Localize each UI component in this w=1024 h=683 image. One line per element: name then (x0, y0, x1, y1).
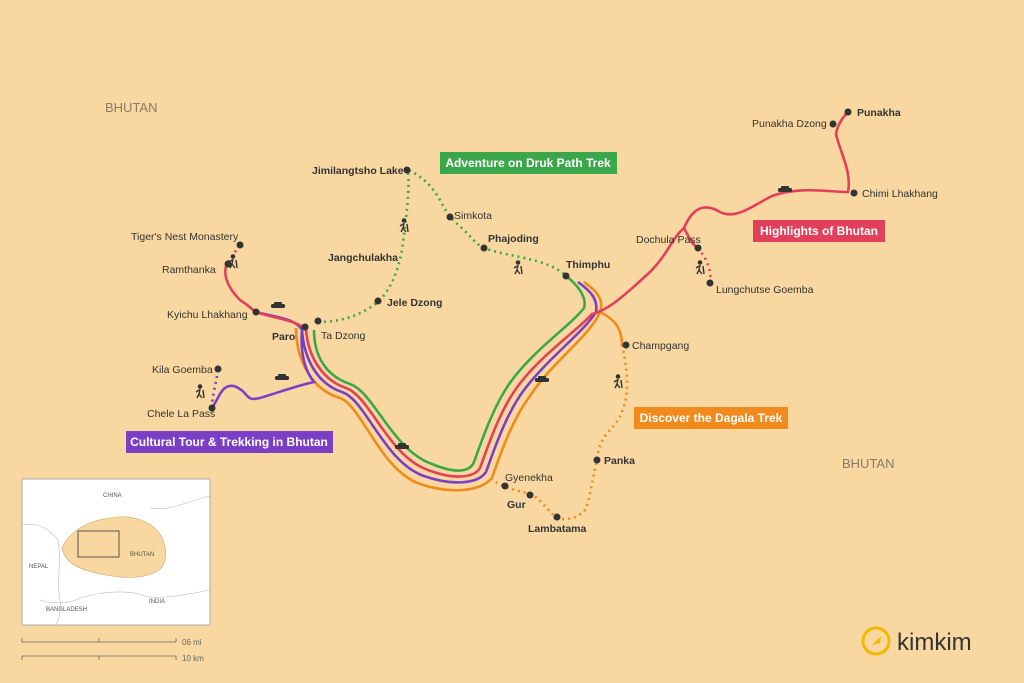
inset-label-bangladesh: BANGLADESH (46, 607, 87, 613)
route-line-red (224, 111, 851, 478)
inset-label-nepal: NEPAL (29, 564, 49, 570)
place-markers (208, 108, 858, 521)
place-label-jele-dzong: Jele Dzong (387, 297, 442, 309)
route-line-orange (294, 280, 603, 492)
marker-chele-la-pass[interactable] (208, 404, 216, 412)
inset-label-bhutan: BHUTAN (130, 552, 154, 558)
place-label-phajoding: Phajoding (488, 233, 539, 245)
badge-highlights[interactable]: Highlights of Bhutan (753, 220, 885, 242)
marker-gur[interactable] (526, 491, 534, 499)
place-label-paro: Paro (272, 331, 295, 343)
marker-jele-dzong[interactable] (374, 297, 382, 305)
svg-text:Discover the Dagala Trek: Discover the Dagala Trek (640, 411, 783, 425)
svg-text:Cultural Tour & Trekking in Bh: Cultural Tour & Trekking in Bhutan (130, 435, 328, 449)
badge-dagala[interactable]: Discover the Dagala Trek (634, 407, 788, 429)
hiker-icon (695, 260, 705, 275)
place-label-tigers-nest: Tiger's Nest Monastery (131, 231, 239, 243)
place-label-kila-goemba: Kila Goemba (152, 364, 213, 376)
car-icon (275, 374, 289, 380)
marker-jimilangtsho-lake[interactable] (403, 166, 411, 174)
place-label-jangchulakha: Jangchulakha (328, 252, 398, 264)
marker-panka[interactable] (593, 456, 601, 464)
marker-kila-goemba[interactable] (214, 365, 222, 373)
inset-bhutan-shape (61, 516, 166, 578)
place-label-champgang: Champgang (632, 340, 689, 352)
marker-chimi-lhakhang[interactable] (850, 189, 858, 197)
car-icon (395, 443, 409, 449)
marker-dochula-pass[interactable] (694, 244, 702, 252)
car-icon (535, 376, 549, 382)
hiker-icon (613, 374, 623, 389)
place-label-chimi-lhakhang: Chimi Lhakhang (862, 188, 938, 200)
scale-label-miles: 06 mi (182, 638, 202, 647)
marker-tigers-nest[interactable] (236, 241, 244, 249)
route-line-green-trek (317, 167, 567, 324)
marker-punakha-dzong[interactable] (829, 120, 837, 128)
place-label-kyichu-lhakhang: Kyichu Lhakhang (167, 309, 248, 321)
marker-lungchutse-goemba[interactable] (706, 279, 714, 287)
place-label-simkota: Simkota (454, 210, 492, 222)
marker-thimphu[interactable] (562, 272, 570, 280)
inset-map: CHINA NEPAL BHUTAN BANGLADESH INDIA (21, 478, 211, 626)
route-line-orange-dagala (599, 310, 624, 346)
place-label-jimilangtsho-lake: Jimilangtsho Lake (312, 165, 404, 177)
hiker-icon (195, 384, 205, 399)
brand-name[interactable]: kimkim (897, 629, 972, 656)
marker-lambatama[interactable] (553, 513, 561, 521)
place-label-panka: Panka (604, 455, 635, 467)
marker-kyichu-lhakhang[interactable] (252, 308, 260, 316)
marker-gyenekha[interactable] (501, 482, 509, 490)
hiker-icon (513, 260, 523, 275)
compass-logo-icon (861, 626, 891, 656)
inset-neighbor-borders (21, 495, 211, 626)
place-label-gyenekha: Gyenekha (505, 472, 553, 484)
marker-punakha[interactable] (844, 108, 852, 116)
place-label-lungchutse-goemba: Lungchutse Goemba (716, 284, 814, 296)
country-label-east: BHUTAN (842, 456, 894, 471)
place-label-thimphu: Thimphu (566, 259, 610, 271)
place-label-punakha-dzong: Punakha Dzong (752, 118, 827, 130)
inset-label-india: INDIA (149, 599, 165, 605)
place-label-lambatama: Lambatama (528, 523, 587, 535)
scale-label-km: 10 km (182, 654, 204, 663)
car-icon (271, 302, 285, 308)
route-line-purple (210, 280, 598, 484)
marker-champgang[interactable] (622, 341, 630, 349)
route-line-green (312, 274, 586, 472)
marker-ta-dzong[interactable] (314, 317, 322, 325)
route-line-red-lungchutse (696, 247, 712, 283)
place-label-punakha: Punakha (857, 107, 901, 119)
svg-text:Highlights of Bhutan: Highlights of Bhutan (760, 224, 878, 238)
marker-simkota[interactable] (446, 213, 454, 221)
place-label-gur: Gur (507, 499, 526, 511)
place-label-dochula-pass: Dochula Pass (636, 234, 701, 246)
svg-text:Adventure on Druk Path Trek: Adventure on Druk Path Trek (445, 156, 611, 170)
place-label-ta-dzong: Ta Dzong (321, 330, 366, 342)
marker-phajoding[interactable] (480, 244, 488, 252)
badge-druk-path[interactable]: Adventure on Druk Path Trek (440, 152, 617, 174)
car-icon (778, 186, 792, 192)
place-label-ramthanka: Ramthanka (162, 264, 216, 276)
inset-focus-box (77, 530, 120, 558)
place-label-chele-la-pass: Chele La Pass (147, 408, 215, 420)
scale-bar (21, 638, 177, 660)
hiker-icon (228, 254, 238, 269)
marker-paro[interactable] (301, 323, 309, 331)
badge-cultural-tour[interactable]: Cultural Tour & Trekking in Bhutan (126, 431, 333, 453)
country-label-west: BHUTAN (105, 100, 157, 115)
hiker-icon (399, 218, 409, 233)
inset-label-china: CHINA (103, 493, 122, 499)
